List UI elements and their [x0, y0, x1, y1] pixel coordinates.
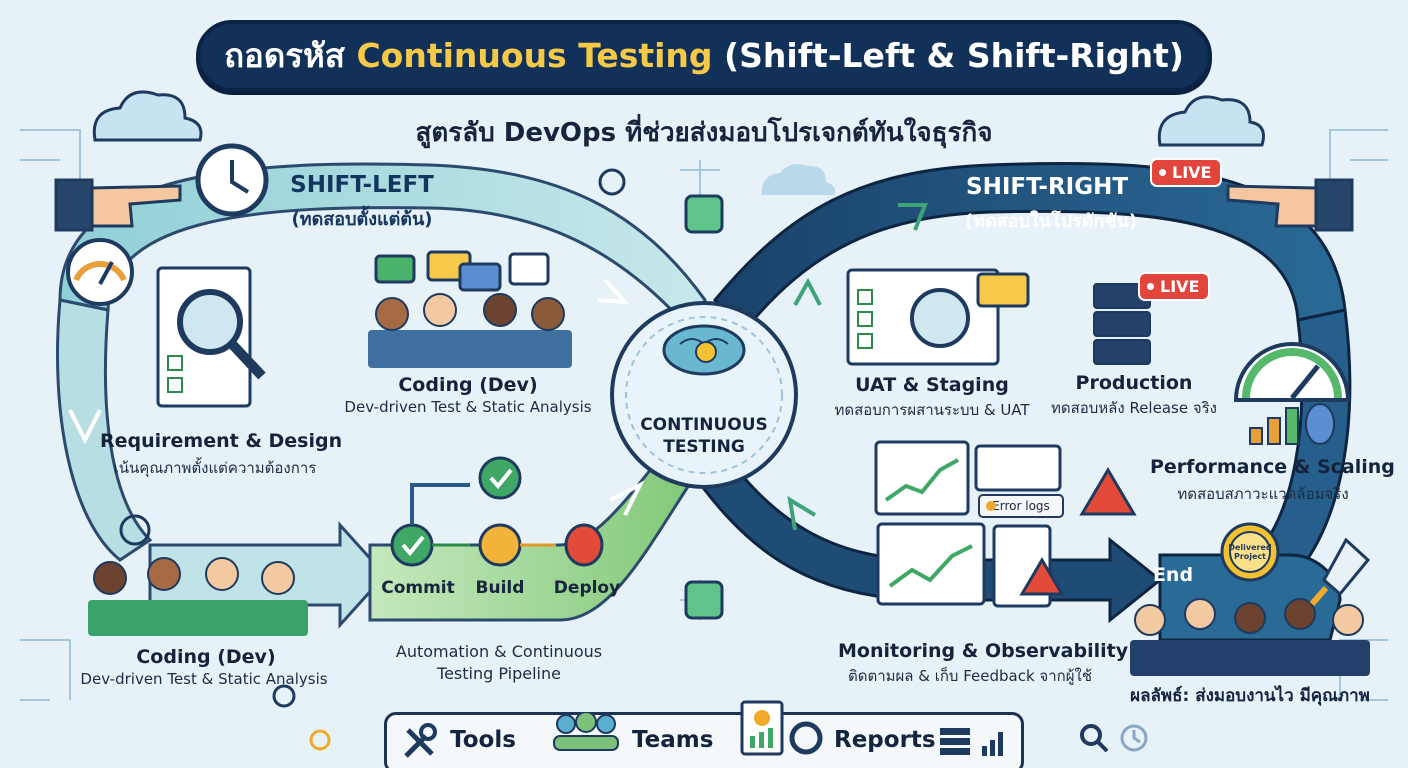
end-label: End [1152, 564, 1194, 586]
warning-icon [1019, 557, 1065, 596]
uat-screen-icon [846, 268, 1030, 366]
chat-bubbles-icon [374, 250, 550, 292]
timer-icon [1120, 724, 1148, 752]
error-logs-tag: Error logs [978, 494, 1064, 518]
title-suffix: (Shift-Left & Shift-Right) [724, 36, 1184, 75]
database-icon [940, 728, 1003, 756]
requirement-document-icon [156, 266, 266, 408]
chip-icon-top [684, 194, 724, 234]
title-prefix: ถอดรหัส [224, 36, 345, 75]
team-coding-bottom-icon [88, 557, 308, 636]
teams-icon [553, 712, 619, 751]
search-icon [1080, 724, 1109, 753]
stage-performance-desc: ทดสอบสภาวะแวดล้อมจริง [1177, 485, 1349, 503]
stage-coding-top-desc: Dev-driven Test & Static Analysis [344, 398, 592, 416]
live-badge: LIVE [1138, 272, 1211, 301]
delivered-badge-icon [1220, 522, 1280, 582]
title-banner [196, 20, 1212, 92]
live-badge: LIVE [1150, 158, 1223, 187]
core-hub [610, 301, 798, 489]
gauge-icon [66, 238, 134, 306]
page-title: ถอดรหัส Continuous Testing (Shift-Left &… [196, 20, 1212, 92]
stage-requirement-desc: เน้นคุณภาพตั้งแต่ความต้องการ [113, 459, 317, 477]
gear-icon [309, 729, 331, 751]
stage-production-desc: ทดสอบหลัง Release จริง [1050, 399, 1218, 417]
warning-icon [1079, 467, 1137, 516]
delivered-badge-label: Delivered Project [1228, 543, 1272, 561]
stage-monitoring-title: Monitoring & Observability [838, 640, 1129, 662]
pointing-hand-icon [54, 178, 1354, 232]
gear-icon [272, 684, 296, 708]
shift-right-subtitle: (ทดสอบในโปรดักชัน) [964, 211, 1138, 232]
shift-right-title: SHIFT-RIGHT [966, 174, 1129, 200]
title-highlight: Continuous Testing [356, 36, 713, 75]
stage-uat-title: UAT & Staging [855, 374, 1009, 396]
tools-icon [404, 723, 437, 758]
stage-uat-desc: ทดสอบการผสานระบบ & UAT [834, 401, 1030, 419]
pipeline-steps [390, 456, 604, 567]
core-label-line1: CONTINUOUS [640, 415, 768, 435]
result-text: ผลลัพธ์: ส่งมอบงานไว มีคุณภาพ [1130, 686, 1370, 706]
performance-bars-icon [1249, 403, 1335, 445]
team-result-icon [1130, 598, 1370, 676]
pipeline-step-commit: Commit [381, 578, 455, 598]
pipeline-step-deploy: Deploy [553, 578, 621, 598]
stage-production-title: Production [1075, 372, 1193, 394]
core-label-line2: TESTING [663, 437, 745, 457]
bottom-toolbar [384, 712, 1024, 768]
bottom-reports-label: Reports [834, 727, 936, 753]
stage-performance-title: Performance & Scaling [1150, 456, 1395, 478]
reports-icon [740, 700, 823, 756]
gauge-icon [1233, 342, 1351, 402]
server-rack-icon [1093, 283, 1151, 365]
chip-icon-bottom [684, 580, 724, 620]
stage-coding-top-title: Coding (Dev) [398, 374, 538, 396]
cloud-icon [92, 90, 1265, 195]
pipeline-caption-line2: Testing Pipeline [437, 664, 561, 683]
core-label: CONTINUOUS TESTING [634, 414, 774, 458]
rocket-icon [1309, 537, 1371, 606]
shift-left-subtitle: (ทดสอบตั้งแต่ต้น) [291, 209, 433, 230]
shift-left-title: SHIFT-LEFT [290, 172, 434, 198]
stage-coding-bottom-desc: Dev-driven Test & Static Analysis [80, 670, 328, 688]
pipeline-caption-line1: Automation & Continuous [395, 642, 603, 661]
brain-icon [662, 324, 746, 376]
subtitle: สูตรลับ DevOps ที่ช่วยส่งมอบโปรเจกต์ทันใ… [415, 118, 993, 148]
clock-icon [195, 143, 269, 217]
stage-coding-bottom-title: Coding (Dev) [136, 646, 276, 668]
gear-icon [119, 514, 151, 546]
stage-monitoring-desc: ติดตามผล & เก็บ Feedback จากผู้ใช้ [847, 667, 1093, 685]
pipeline-step-build: Build [475, 578, 525, 598]
gear-icon [598, 168, 626, 196]
team-coding-top-icon [368, 293, 572, 368]
bottom-tools-label: Tools [450, 727, 516, 753]
bottom-teams-label: Teams [632, 727, 714, 753]
stage-requirement-title: Requirement & Design [100, 430, 343, 452]
